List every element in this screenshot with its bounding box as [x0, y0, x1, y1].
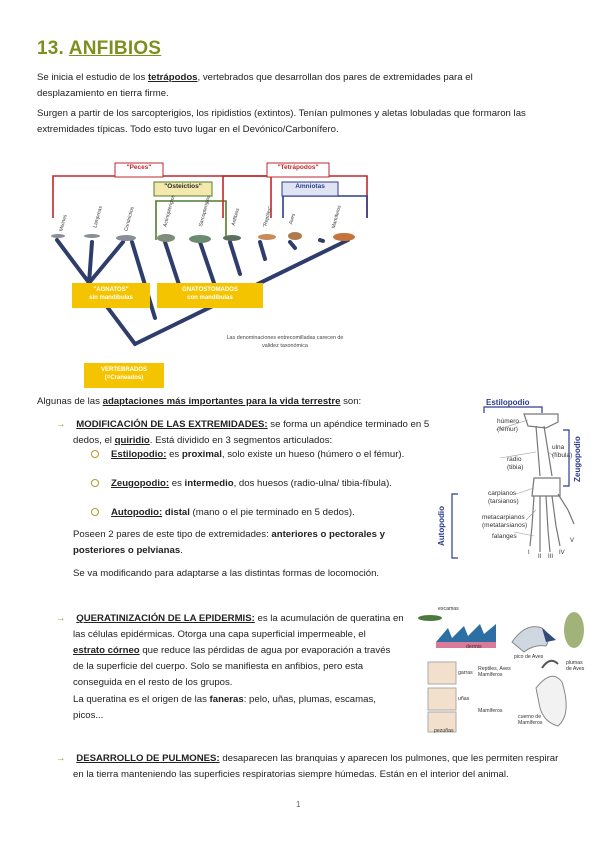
segment-item: Zeugopodio: es intermedio, dos huesos (r…: [91, 476, 431, 492]
title-text: ANFIBIOS: [68, 38, 162, 59]
circle-bullet-icon: [91, 508, 99, 517]
pezunas-label: pezuñas: [434, 728, 454, 734]
taxa-labels: Mixines Lampreas Condrictios Actinopteri…: [43, 194, 363, 236]
taxon-label: Aves: [288, 212, 297, 226]
locomotion-paragraph: Se va modificando para adaptarse a las d…: [73, 568, 380, 579]
taxon-label: Mixines: [58, 214, 69, 232]
arrow-icon: →: [56, 753, 66, 764]
taxon-label: Lampreas: [92, 205, 104, 229]
taxon-label: Anfibios: [230, 207, 242, 227]
vertebrados-box: VERTEBRADOS(=Craneados): [84, 363, 164, 388]
arrow-icon: →: [56, 613, 66, 624]
pairs-paragraph: Poseen 2 pares de este tipo de extremida…: [73, 529, 385, 556]
osteictios-bracket: [155, 200, 227, 240]
arrow-icon: →: [56, 419, 66, 430]
adaptations-intro: Algunas de las adaptaciones más importan…: [37, 396, 362, 407]
estilopodio-label: Estilopodio: [486, 398, 530, 407]
page-number: 1: [296, 800, 301, 809]
segment-item: Estilopodio: es proximal, solo existe un…: [91, 447, 431, 463]
tree-note: Las denominaciones entrecomilladas carec…: [226, 335, 344, 349]
label-tetrapodos: "Tetrápodos": [277, 164, 319, 171]
pulmones-section: → DESARROLLO DE PULMONES: desaparecen la…: [56, 753, 559, 780]
taxon-label: Mamíferos: [330, 204, 343, 230]
circle-bullet-icon: [91, 479, 99, 488]
phylogeny-diagram: [51, 162, 368, 346]
ulna-label: ulna(fíbula): [552, 444, 573, 459]
taxon-label: Condrictios: [123, 206, 136, 232]
taxon-label: Sarcopterigios: [197, 194, 213, 228]
falanges-label: falanges: [492, 533, 517, 540]
dermis-label: dermis: [466, 644, 482, 650]
autopodio-label: Autopodio: [437, 506, 446, 546]
zeugopodio-label: Zeugopodio: [573, 436, 582, 482]
title-number: 13.: [37, 38, 65, 59]
label-amniotas: Amniotas: [295, 183, 325, 190]
circle-bullet-icon: [91, 450, 99, 459]
agnatos-box: "AGNATOS"sin mandíbulas: [72, 283, 150, 308]
humero-label: húmero(fémur): [497, 418, 520, 433]
label-peces: "Peces": [126, 164, 152, 171]
carpianos-label: carpianos(tarsianos): [488, 490, 519, 505]
segment-item: Autopodio: distal (mano o el pie termina…: [91, 505, 431, 521]
intro-paragraph-1: Se inicia el estudio de los tetrápodos, …: [37, 72, 473, 99]
page-title: 13. ANFIBIOS: [37, 38, 161, 60]
unas-label: uñas: [458, 696, 470, 702]
taxon-label: "Reptiles": [262, 205, 274, 229]
limb-figure: Estilopodio húmero(fémur) ulna(fíbula) r…: [437, 398, 582, 560]
extremidades-section: → MODIFICACIÓN DE LAS EXTREMIDADES: se f…: [56, 419, 430, 446]
radio-label: radio(tibia): [507, 456, 524, 471]
metacarpianos-label: metacarpianos(metatarsianos): [482, 514, 528, 529]
escamas-label: escamas: [438, 606, 459, 612]
queratinizacion-section: → QUERATINIZACIÓN DE LA EPIDERMIS: es la…: [56, 613, 404, 688]
pico-label: pico de Aves: [514, 654, 544, 660]
garras-label: garras: [458, 670, 473, 676]
taxon-label: Actinopterigios: [162, 194, 177, 228]
label-osteictios: "Osteictios": [164, 183, 202, 190]
intro-paragraph-2: Surgen a partir de los sarcopterigios, l…: [37, 108, 526, 135]
mamiferos-label: Mamíferos: [478, 708, 503, 714]
faneras-paragraph: La queratina es el origen de las faneras…: [73, 694, 376, 721]
